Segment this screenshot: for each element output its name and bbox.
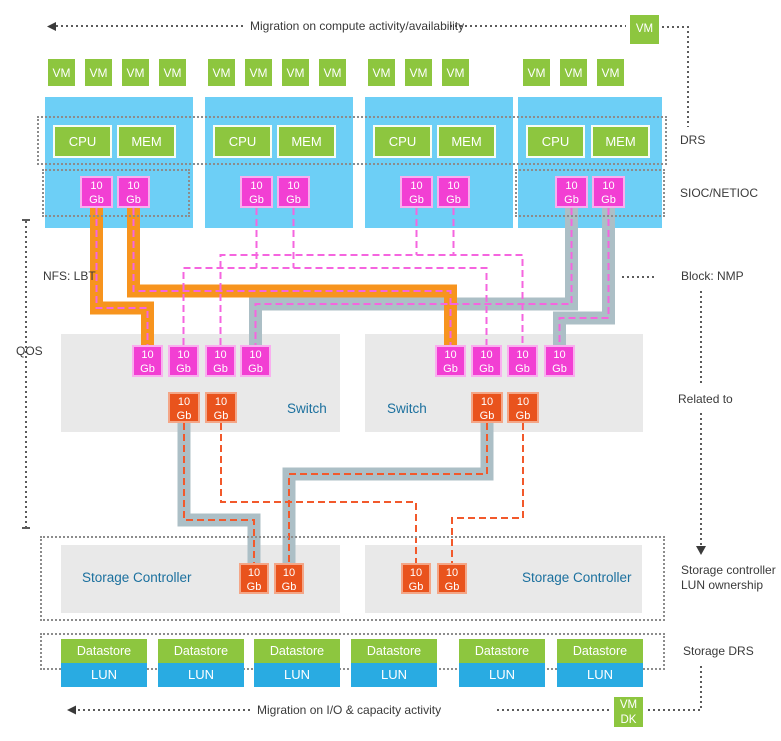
datastore-box: Datastore [61,639,147,663]
controller-port-10gb: 10 Gb [401,563,431,594]
block-path-host4-nic1-to-switch1 [249,208,578,345]
switch-port-10gb: 10 Gb [544,345,575,377]
sioc-band-host1 [42,169,190,217]
vm-box: VM [83,57,114,88]
nic-10gb: 10 Gb [437,176,470,208]
switch-port-10gb: 10 Gb [435,345,466,377]
nic-10gb: 10 Gb [117,176,150,208]
mem-chip: MEM [277,125,336,158]
mem-chip: MEM [437,125,496,158]
controller-port-10gb: 10 Gb [274,563,304,594]
switch-storage-port-10gb: 10 Gb [471,392,503,423]
lun-box: LUN [158,663,244,687]
cpu-chip: CPU [526,125,585,158]
logical-link-overlay [132,208,452,345]
nfs-lbt-label: NFS: LBT [43,269,96,283]
top-vm-to-drs-dotted-line [662,26,689,127]
datastore-box: Datastore [557,639,643,663]
datastore-box: Datastore [254,639,340,663]
datastore-box: Datastore [351,639,437,663]
lun-box: LUN [61,663,147,687]
nic-10gb: 10 Gb [80,176,113,208]
switch-storage-port-10gb: 10 Gb [205,392,237,423]
vm-box: VM [280,57,311,88]
switch-port-10gb: 10 Gb [132,345,163,377]
cpu-chip: CPU [213,125,272,158]
switch-port-10gb: 10 Gb [507,345,538,377]
switch-port-10gb: 10 Gb [205,345,236,377]
logical-link-overlay [254,208,573,345]
vm-box: VM [120,57,151,88]
vm-box: VM [366,57,397,88]
datastore-box: Datastore [459,639,545,663]
left-arrow-icon [67,705,76,715]
lun-box: LUN [351,663,437,687]
nic-10gb: 10 Gb [555,176,588,208]
lun-ownership-label: Storage controller LUN ownership [681,563,776,592]
logical-link-host3-to-switches [219,254,524,345]
switch-storage-port-10gb: 10 Gb [507,392,539,423]
storage-controller-2-label: Storage Controller [522,570,632,585]
storage-controller-1-label: Storage Controller [82,570,192,585]
lun-box: LUN [557,663,643,687]
logical-link-overlay [95,208,149,345]
vm-box: VM [46,57,77,88]
drs-band [37,116,667,165]
bottom-migration-label: Migration on I/O & capacity activity [257,703,442,717]
migrating-vm-badge: VM [628,13,661,46]
vm-box: VM [403,57,434,88]
block-path-host4-nic2-to-switch2 [553,208,615,345]
switch-1-label: Switch [287,401,327,416]
switch-1 [61,334,340,432]
switch-port-10gb: 10 Gb [168,345,199,377]
lun-box: LUN [254,663,340,687]
vm-box: VM [521,57,552,88]
sioc-netioc-label: SIOC/NETIOC [680,186,759,200]
qos-label: QOS [16,344,43,358]
related-to-label: Related to [678,392,733,406]
block-nmp-label: Block: NMP [681,269,744,283]
vm-box: VM [206,57,237,88]
vmdk-badge: VM DK [612,695,645,729]
cpu-chip: CPU [53,125,112,158]
esx-host-4 [518,97,662,228]
mem-chip: MEM [591,125,650,158]
controller-port-10gb: 10 Gb [437,563,467,594]
switch-port-10gb: 10 Gb [240,345,271,377]
nfs-path-host1-nic1-to-switch1 [90,208,154,345]
vmdk-to-storage-drs-dotted-line [648,663,702,711]
switch-port-10gb: 10 Gb [471,345,502,377]
controller-port-10gb: 10 Gb [239,563,269,594]
vm-box: VM [317,57,348,88]
nic-10gb: 10 Gb [400,176,433,208]
switch-2 [365,334,643,432]
left-arrow-icon [47,22,56,31]
lun-box: LUN [459,663,545,687]
nic-10gb: 10 Gb [240,176,273,208]
sioc-band-host4 [515,169,665,217]
switch-2-label: Switch [387,401,427,416]
vm-box: VM [157,57,188,88]
logical-link-overlay [558,208,610,345]
nfs-path-host1-nic2-to-switch2 [127,208,457,345]
vm-box: VM [595,57,626,88]
vm-box: VM [440,57,471,88]
storage-drs-label: Storage DRS [683,644,754,658]
nic-10gb: 10 Gb [277,176,310,208]
vm-box: VM [558,57,589,88]
nic-10gb: 10 Gb [592,176,625,208]
datastore-box: Datastore [158,639,244,663]
mem-chip: MEM [117,125,176,158]
vm-box: VM [243,57,274,88]
top-migration-label: Migration on compute activity/availabili… [250,19,465,33]
switch-storage-port-10gb: 10 Gb [168,392,200,423]
down-arrow-icon [696,546,706,555]
cpu-chip: CPU [373,125,432,158]
drs-label: DRS [680,133,706,147]
